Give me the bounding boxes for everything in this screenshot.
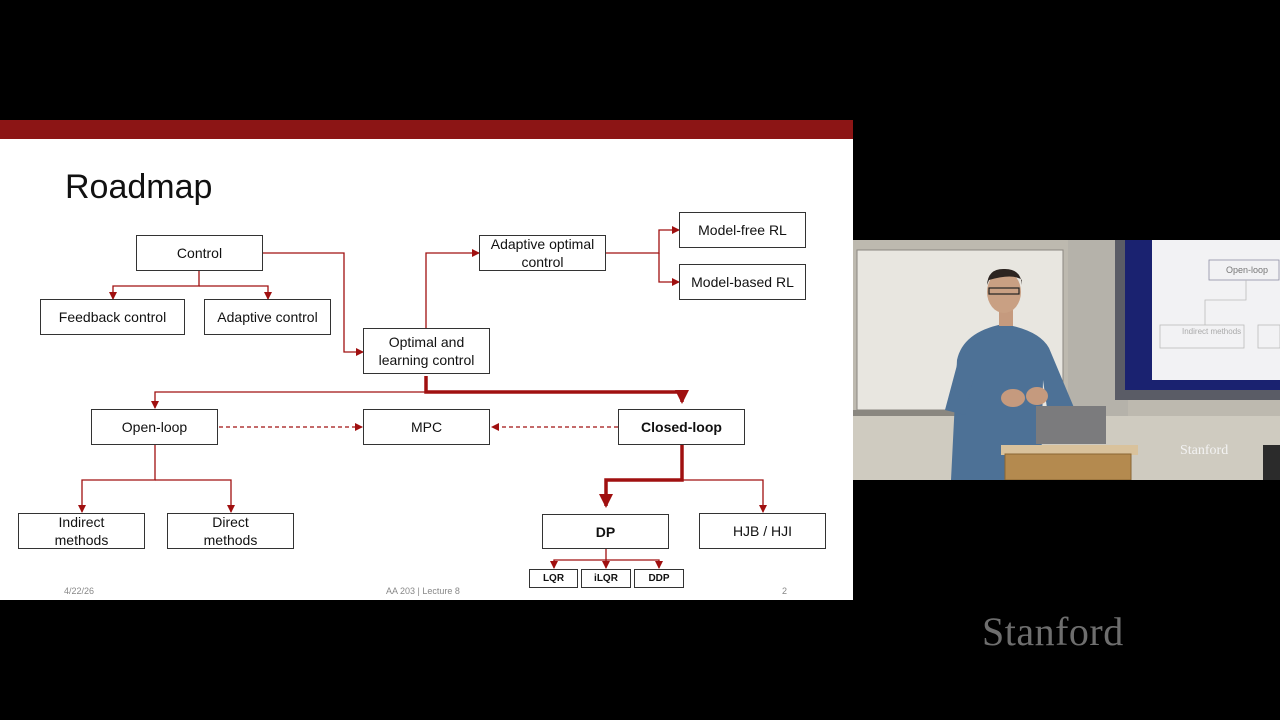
stanford-watermark: Stanford — [982, 609, 1124, 654]
node-feedback-control: Feedback control — [40, 299, 185, 335]
slide-title: Roadmap — [65, 168, 213, 206]
edge-open-loop-direct — [155, 479, 235, 513]
presenter-video: Open-loop Indirect methods Stanford — [853, 240, 1280, 480]
edge-closed-loop-dp-bold — [599, 445, 684, 508]
edge-adaptive-optimal-model-based — [658, 253, 680, 286]
node-model-free-rl: Model-free RL — [679, 212, 806, 248]
slide-date: 4/22/26 — [64, 586, 95, 596]
edge-adaptive-optimal-rl — [606, 226, 680, 254]
edge-optimal-closed-loop-bold — [424, 376, 689, 404]
node-ilqr: iLQR — [581, 569, 631, 588]
screen-open-loop-text: Open-loop — [1226, 265, 1268, 275]
lecture-slide: Roadmap — [0, 120, 853, 600]
node-model-based-rl: Model-based RL — [679, 264, 806, 300]
edge-control-adaptive — [199, 285, 272, 300]
node-direct-methods: Direct methods — [167, 513, 294, 549]
screen-indirect-text: Indirect methods — [1182, 327, 1241, 336]
presenter-scene: Open-loop Indirect methods Stanford — [853, 240, 1280, 480]
node-adaptive-optimal-control: Adaptive optimal control — [479, 235, 606, 271]
node-mpc: MPC — [363, 409, 490, 445]
edge-optimal-open-loop — [151, 391, 426, 409]
slide-header-bar — [0, 120, 853, 139]
slide-course: AA 203 | Lecture 8 — [386, 586, 460, 596]
edge-dp-ddp — [606, 559, 663, 569]
edge-dp-lqr — [550, 549, 607, 569]
node-indirect-methods: Indirect methods — [18, 513, 145, 549]
node-control: Control — [136, 235, 263, 271]
wall-stanford-logo: Stanford — [1180, 443, 1228, 458]
node-ddp: DDP — [634, 569, 684, 588]
node-hjb-hji: HJB / HJI — [699, 513, 826, 549]
edge-optimal-adaptive-optimal — [425, 249, 480, 328]
node-optimal-learning-control: Optimal and learning control — [363, 328, 490, 374]
roadmap-connectors — [78, 226, 767, 569]
edge-control-optimal — [263, 252, 364, 356]
edge-closed-loop-hjb — [682, 479, 767, 513]
node-adaptive-control: Adaptive control — [204, 299, 331, 335]
slide-page-number: 2 — [782, 586, 788, 596]
node-lqr: LQR — [529, 569, 578, 588]
edge-control-feedback — [109, 270, 200, 300]
node-open-loop: Open-loop — [91, 409, 218, 445]
node-dp: DP — [542, 514, 669, 549]
node-closed-loop: Closed-loop — [618, 409, 745, 445]
edge-open-loop-indirect — [78, 445, 156, 513]
